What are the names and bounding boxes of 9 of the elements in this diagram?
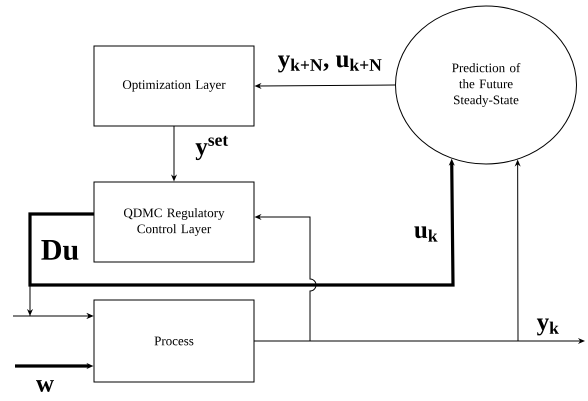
process-box: QDMC Regulatory Control Layer xyxy=(94,182,254,262)
edge-label: y$_{k+N}$, u$_{k+N}$ xyxy=(278,56,382,72)
edge-label: y$^{set}$ xyxy=(196,136,228,160)
edge-label: w xyxy=(36,380,54,392)
edge-label: y$_{k}$ xyxy=(536,318,559,336)
process-box: Optimization Layer xyxy=(94,46,254,126)
process-box: Process xyxy=(94,300,254,382)
edge-label: Du xyxy=(41,240,78,260)
edge-label: u$_{k}$ xyxy=(414,226,438,242)
